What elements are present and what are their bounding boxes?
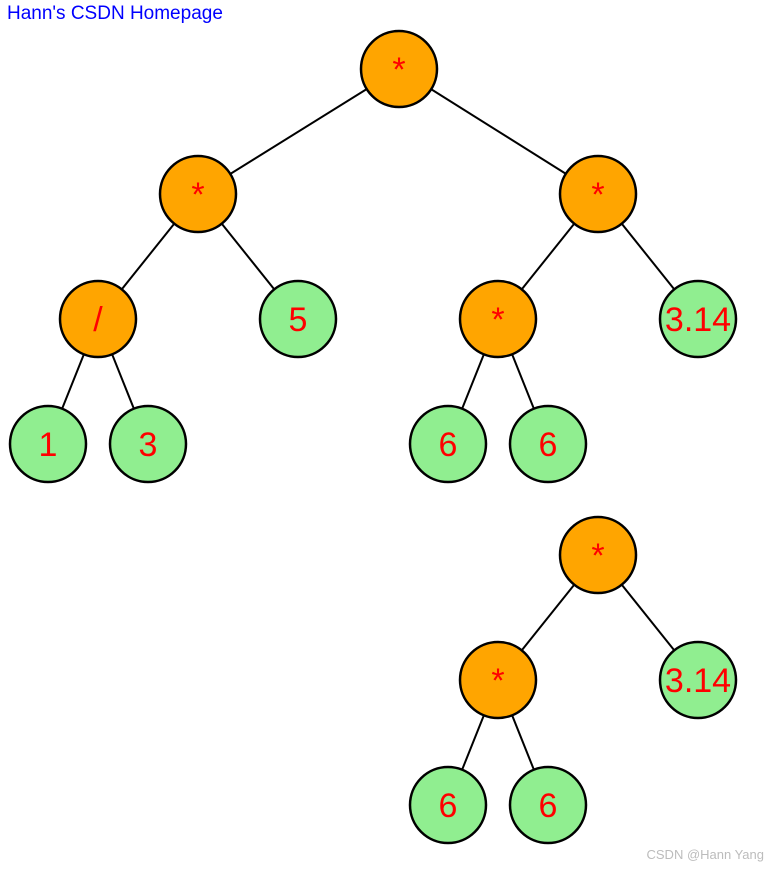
tree-node-operator (458, 640, 538, 720)
tree-node-label: 3.14 (665, 662, 731, 700)
tree-node-operand (508, 765, 588, 845)
tree-node-operand (8, 404, 88, 484)
tree-node-operator (558, 154, 638, 234)
tree-node-label: * (591, 176, 604, 214)
tree-edge (197, 68, 400, 195)
tree-node-operand (658, 640, 738, 720)
tree-node-label: 6 (439, 787, 458, 825)
tree-node-label: 3 (139, 426, 158, 464)
expression-tree-main: * * * / 5 * 3.14 1 3 6 6 (8, 29, 738, 484)
tree-node-label: 6 (439, 426, 458, 464)
tree-node-operator (58, 279, 138, 359)
tree-node-operand (108, 404, 188, 484)
expression-tree-sub: * * 3.14 6 6 (408, 515, 738, 845)
tree-node-operand (408, 765, 488, 845)
tree-node-label: 6 (539, 787, 558, 825)
tree-node-operator (458, 279, 538, 359)
tree-node-label: 1 (39, 426, 58, 464)
tree-node-label: 6 (539, 426, 558, 464)
tree-node-label: / (93, 301, 103, 339)
tree-node-label: 3.14 (665, 301, 731, 339)
tree-node-operator (359, 29, 439, 109)
tree-node-operator (558, 515, 638, 595)
tree-node-operator (158, 154, 238, 234)
tree-node-operand (658, 279, 738, 359)
watermark: CSDN @Hann Yang (646, 847, 765, 862)
tree-node-operand (258, 279, 338, 359)
tree-node-label: * (392, 51, 405, 89)
page-title[interactable]: Hann's CSDN Homepage (7, 3, 223, 24)
tree-node-operand (508, 404, 588, 484)
tree-node-label: * (491, 662, 504, 700)
tree-node-label: * (491, 301, 504, 339)
tree-node-operand (408, 404, 488, 484)
tree-node-label: * (191, 176, 204, 214)
tree-node-label: * (591, 537, 604, 575)
tree-node-label: 5 (289, 301, 308, 339)
